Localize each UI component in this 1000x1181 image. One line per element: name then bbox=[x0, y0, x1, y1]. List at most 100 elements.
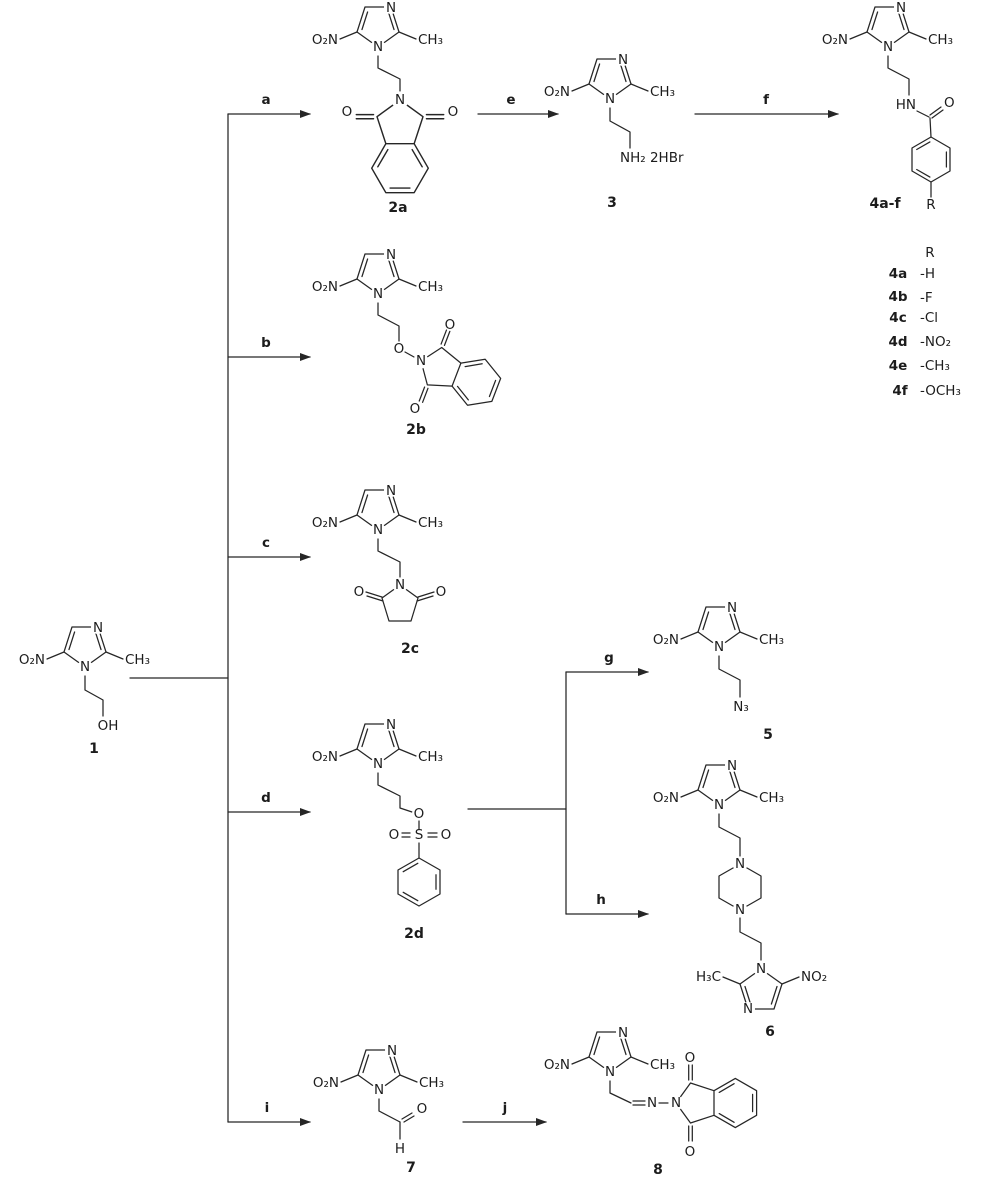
atom-n-label: N bbox=[727, 600, 737, 616]
atom-o-label: O bbox=[417, 1101, 428, 1117]
compound-label-3: 3 bbox=[607, 195, 617, 211]
atom-o-label: O bbox=[414, 806, 425, 822]
atom-n-label: N bbox=[756, 961, 766, 977]
r-table-row-id: 4d bbox=[888, 334, 907, 350]
atom-n-label: N bbox=[896, 0, 906, 16]
atom-no2-label: NO₂ bbox=[801, 969, 827, 985]
compound-label-1: 1 bbox=[89, 741, 99, 757]
atom-o-label: O bbox=[389, 827, 400, 843]
atom-ch3-label: CH₃ bbox=[759, 632, 784, 648]
atom-n-label: N bbox=[735, 856, 745, 872]
compound-1-structure: N N O₂N CH₃ OH 1 bbox=[19, 619, 150, 757]
atom-n-label: N bbox=[373, 286, 383, 302]
atom-n-label: N bbox=[93, 620, 103, 636]
atom-ch3-label: CH₃ bbox=[759, 790, 784, 806]
atom-o2n-label: O₂N bbox=[822, 32, 848, 48]
compound-4af-structure: N N O₂N CH₃ HN O R 4a-f bbox=[822, 0, 955, 213]
r-table-row-value: -CH₃ bbox=[920, 358, 950, 374]
atom-o-label: O bbox=[410, 401, 421, 417]
atom-o-label: O bbox=[685, 1050, 696, 1066]
arrow-d: d bbox=[227, 790, 311, 816]
compound-5-structure: N N O₂N CH₃ N₃ 5 bbox=[653, 599, 784, 743]
r-table-row-value: -NO₂ bbox=[920, 334, 951, 350]
r-table-row-id: 4b bbox=[888, 289, 907, 305]
step-label-g: g bbox=[604, 650, 614, 666]
atom-n-label: N bbox=[373, 756, 383, 772]
atom-n-label: N bbox=[416, 353, 426, 369]
atom-n-label: N bbox=[386, 483, 396, 499]
compound-8-structure: N N O₂N CH₃ N N O O 8 bbox=[544, 1024, 758, 1178]
atom-ch3-label: CH₃ bbox=[418, 515, 443, 531]
atom-r-label: R bbox=[926, 197, 935, 213]
compound-label-2a: 2a bbox=[388, 200, 407, 216]
arrow-a: a bbox=[227, 92, 311, 118]
compound-label-2b: 2b bbox=[406, 422, 426, 438]
atom-n-label: N bbox=[883, 39, 893, 55]
step-label-d: d bbox=[261, 790, 271, 806]
atom-o-label: O bbox=[394, 341, 405, 357]
atom-s-label: S bbox=[415, 827, 424, 843]
atom-o2n-label: O₂N bbox=[313, 1075, 339, 1091]
atom-o-label: O bbox=[445, 317, 456, 333]
atom-o2n-label: O₂N bbox=[19, 652, 45, 668]
atom-o-label: O bbox=[342, 104, 353, 120]
arrow-c: c bbox=[227, 535, 311, 561]
atom-n-label: N bbox=[374, 1082, 384, 1098]
atom-oh-label: OH bbox=[98, 718, 119, 734]
atom-o-label: O bbox=[685, 1144, 696, 1160]
atom-n-label: N bbox=[395, 92, 405, 108]
atom-n-label: N bbox=[618, 1025, 628, 1041]
step-label-i: i bbox=[265, 1100, 270, 1116]
arrow-h: h bbox=[565, 892, 649, 918]
atom-n-label: N bbox=[387, 1043, 397, 1059]
atom-n-label: N bbox=[743, 1001, 753, 1017]
atom-ch3-label: CH₃ bbox=[418, 749, 443, 765]
compound-label-4af: 4a-f bbox=[869, 196, 901, 212]
r-table-row-id: 4c bbox=[889, 310, 906, 326]
atom-n-label: N bbox=[605, 1064, 615, 1080]
compound-3-structure: N N O₂N CH₃ NH₂ 2HBr 3 bbox=[544, 51, 684, 211]
compound-label-6: 6 bbox=[765, 1024, 775, 1040]
atom-o-label: O bbox=[448, 104, 459, 120]
compound-2c-structure: N N O₂N CH₃ N O O 2c bbox=[312, 482, 446, 657]
atom-n-label: N bbox=[618, 52, 628, 68]
arrow-i: i bbox=[227, 1100, 311, 1126]
r-table-row-value: -F bbox=[920, 290, 933, 306]
atom-n-label: N bbox=[714, 639, 724, 655]
atom-n-label: N bbox=[714, 797, 724, 813]
compound-2b-structure: N N O₂N CH₃ O N O O 2b bbox=[312, 246, 511, 438]
compound-label-5: 5 bbox=[763, 727, 773, 743]
atom-n-label: N bbox=[373, 39, 383, 55]
atom-o2n-label: O₂N bbox=[653, 790, 679, 806]
atom-o2n-label: O₂N bbox=[653, 632, 679, 648]
step-label-c: c bbox=[262, 535, 270, 551]
atom-o2n-label: O₂N bbox=[312, 515, 338, 531]
atom-ch3-label: CH₃ bbox=[650, 84, 675, 100]
r-table-row-value: -OCH₃ bbox=[920, 383, 961, 399]
atom-n-label: N bbox=[647, 1095, 657, 1111]
compound-6-structure: N N O₂N CH₃ N N N N H₃C NO₂ 6 bbox=[653, 757, 827, 1040]
atom-ch3-label: CH₃ bbox=[418, 32, 443, 48]
atom-o2n-label: O₂N bbox=[312, 279, 338, 295]
compound-label-7: 7 bbox=[406, 1160, 416, 1176]
r-table-header: R bbox=[925, 245, 934, 261]
arrow-g: g bbox=[565, 650, 649, 676]
atom-ch3-label: CH₃ bbox=[419, 1075, 444, 1091]
r-table-row-value: -H bbox=[920, 266, 935, 282]
step-label-e: e bbox=[506, 92, 515, 108]
atom-ch3-label: CH₃ bbox=[650, 1057, 675, 1073]
atom-n-label: N bbox=[373, 522, 383, 538]
atom-o-label: O bbox=[441, 827, 452, 843]
arrow-b: b bbox=[227, 335, 311, 361]
atom-o2n-label: O₂N bbox=[544, 84, 570, 100]
compound-2a-structure: N N O₂N CH₃ N O O 2a bbox=[312, 0, 458, 216]
atom-n-label: N bbox=[386, 247, 396, 263]
atom-h-label: H bbox=[395, 1141, 405, 1157]
atom-n-label: N bbox=[386, 717, 396, 733]
atom-n-label: N bbox=[80, 659, 90, 675]
arrow-e: e bbox=[477, 92, 559, 118]
atom-n-label: N bbox=[735, 902, 745, 918]
r-table-row-value: -Cl bbox=[920, 310, 938, 326]
